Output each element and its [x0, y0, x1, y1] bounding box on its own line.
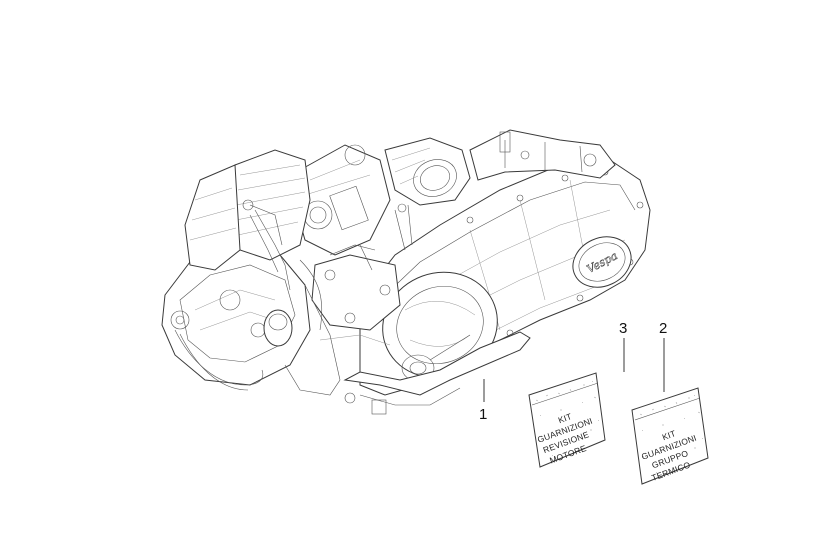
vespa-logo-badge: Vespa: [572, 236, 632, 288]
callout-1-number: 1: [479, 406, 487, 423]
crankcase: [284, 244, 391, 396]
callout-2: 2: [659, 320, 667, 392]
callout-3-number: 3: [619, 320, 627, 337]
gasket-kit-gruppo-termico: KIT GUARNIZIONI GRUPPO TERMICO: [631, 387, 709, 485]
cylinder-head: [161, 244, 311, 386]
kit3-line1: KIT: [557, 411, 573, 425]
callout-3: 3: [619, 320, 627, 372]
gasket-kit-revisione-motore: KIT GUARNIZIONI REVISIONE MOTORE: [528, 372, 606, 468]
hoses-and-cables: [174, 204, 373, 391]
fan-housing: [184, 164, 254, 271]
kit2-line1: KIT: [661, 428, 677, 442]
engine-mount: [311, 203, 413, 331]
callout-1: 1: [479, 379, 487, 423]
callout-2-number: 2: [659, 320, 667, 337]
crankcase-bottom: [343, 331, 531, 415]
intake-snorkel: [384, 137, 471, 206]
pulley-housing: [382, 271, 498, 382]
rear-shock-mount: [469, 129, 616, 181]
engine-assembly-drawing: Vespa: [161, 129, 651, 415]
